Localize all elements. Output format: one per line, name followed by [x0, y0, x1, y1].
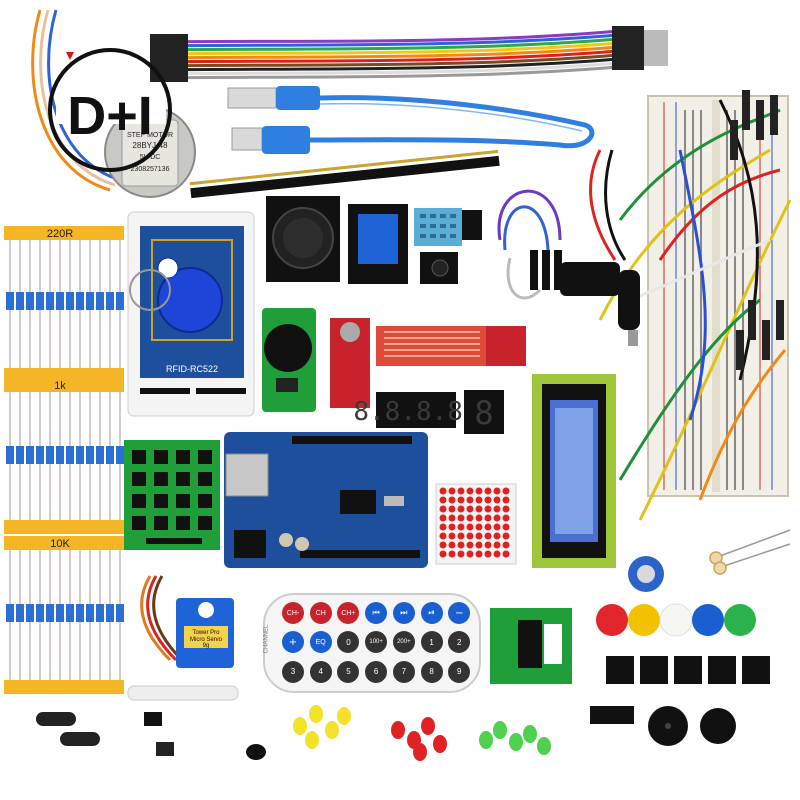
arduino-uno-board [224, 432, 428, 568]
buzzers [648, 706, 736, 746]
tact-switches [606, 656, 770, 684]
joystick-module [266, 196, 340, 282]
pin-header-strip [189, 149, 500, 199]
remote-key-ch: CH [309, 602, 332, 624]
stepper-label: STEP MOTOR [127, 132, 173, 139]
resistor-strip-220r: 220R [4, 226, 124, 382]
jumper-wire-pins [730, 90, 784, 370]
remote-channel-label: CHANNEL [263, 624, 270, 654]
water-sensor [376, 326, 526, 366]
female-jumper-wires [497, 189, 562, 300]
remote-key-ch-plus: CH+ [337, 602, 360, 624]
leds-red [391, 717, 447, 761]
potentiometer [628, 556, 664, 592]
ir-remote-keys: CH- CH CH+ ⏮ ⏭ ⏯ − + EQ 0 100+ 200+ 1 2 … [282, 602, 472, 686]
photoresistor [709, 529, 791, 575]
resistor-label-10k: 10K [50, 538, 70, 550]
remote-key-100: 100+ [365, 631, 388, 654]
single-digit-display: 8 [474, 394, 493, 432]
breadboard [647, 95, 789, 497]
resistor-label-220r: 220R [47, 228, 73, 240]
four-digit-display: 8.8.8.8. [353, 397, 478, 427]
servo-name: Micro Servo [190, 637, 223, 643]
dupont-wire-ribbon [149, 26, 668, 82]
seven-segment-4-digit: 8.8.8.8. [353, 392, 479, 428]
remote-key-1: 1 [420, 631, 443, 654]
relay-module [348, 204, 408, 284]
ir-receiver-module [420, 252, 458, 284]
remote-key-0: 0 [337, 631, 360, 654]
seven-segment-1-digit: 8 [464, 390, 504, 434]
dht-sensor [414, 208, 482, 246]
remote-key-3: 3 [282, 660, 304, 683]
remote-key-minus: − [448, 602, 471, 624]
remote-key-next: ⏭ [392, 602, 415, 624]
remote-key-plus: + [282, 631, 304, 654]
servo-model: 9g [203, 643, 210, 649]
rtc-module [262, 308, 316, 412]
battery-clip-9v [560, 149, 640, 346]
rfid-module: RFID-RC522 [127, 211, 255, 417]
keypad-4x4 [124, 440, 220, 550]
remote-key-play: ⏯ [420, 602, 443, 624]
remote-key-200: 200+ [392, 631, 415, 654]
logo-text: D+I [67, 86, 153, 146]
remote-key-9: 9 [448, 660, 471, 683]
remote-key-8: 8 [420, 660, 443, 683]
tilt-switches [36, 712, 100, 746]
remote-key-4: 4 [309, 660, 332, 683]
rfid-label: RFID-RC522 [166, 364, 218, 374]
button-caps [596, 603, 756, 637]
remote-key-ch-minus: CH- [282, 602, 304, 624]
ic-chip [590, 706, 634, 724]
misc-small-parts [144, 712, 266, 760]
remote-key-7: 7 [392, 660, 415, 683]
remote-key-5: 5 [337, 660, 360, 683]
brand-logo: D+I [48, 48, 172, 172]
sound-sensor-module [330, 318, 370, 408]
remote-key-prev: ⏮ [365, 602, 388, 624]
dot-matrix-8x8 [435, 483, 517, 565]
resistor-strip-10k: 10K [4, 536, 124, 694]
stepper-model: 28BYJ-48 [132, 141, 168, 150]
leds-green [479, 721, 551, 755]
stepper-voltage: 5V DC [140, 154, 161, 161]
stepper-serial: 2308257136 [131, 166, 170, 173]
leds-yellow [293, 705, 351, 749]
usb-cable [227, 86, 595, 154]
lcd-1602 [532, 374, 616, 568]
stepper-driver-board [490, 608, 572, 684]
remote-key-6: 6 [365, 660, 388, 683]
servo-brand: Tower Pro [192, 630, 220, 636]
resistor-label-1k: 1k [54, 380, 66, 392]
remote-key-eq: EQ [309, 631, 332, 654]
resistor-strip-1k: 1k [4, 378, 124, 534]
remote-key-2: 2 [448, 631, 471, 654]
servo-motor: Tower Pro Micro Servo 9g [127, 575, 239, 701]
